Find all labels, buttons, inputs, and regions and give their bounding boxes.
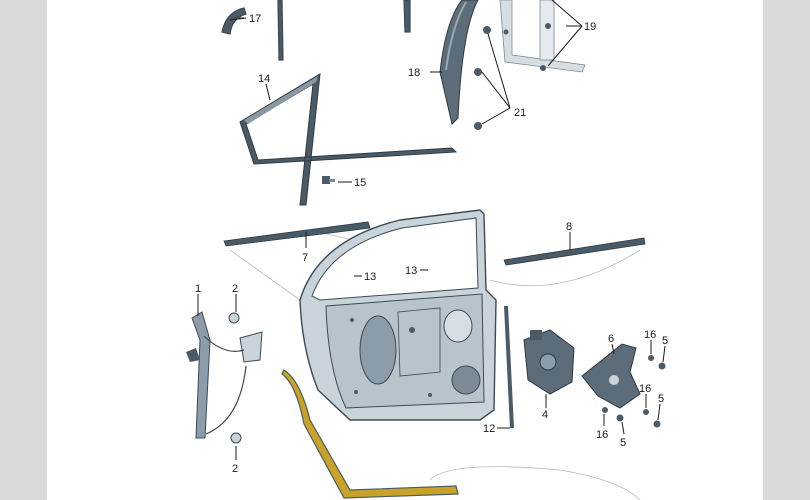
fasteners-16-5: [602, 355, 666, 428]
callout-12: 12: [483, 423, 495, 435]
part-top-channels: [277, 0, 411, 61]
callout-5c: 5: [620, 437, 626, 449]
callout-16a: 16: [644, 329, 656, 341]
part-6-lock: [581, 343, 641, 409]
door-seal: [281, 369, 459, 499]
callout-7: 7: [302, 252, 308, 264]
callout-labels: 17 14 15 18 19 21 7 8 13 13 1 2 2 12 4 6…: [195, 13, 668, 475]
callout-14: 14: [258, 73, 270, 85]
part-12-rod: [504, 306, 514, 428]
callout-2-top: 2: [232, 283, 238, 295]
part-15-bolt: [322, 176, 335, 184]
callout-4: 4: [542, 409, 548, 421]
callout-19: 19: [584, 21, 596, 33]
part-17-corner-trim: [221, 7, 247, 35]
part-7-trim-strip: [223, 221, 371, 247]
callout-5b: 5: [658, 393, 664, 405]
part-1-window-regulator: [186, 311, 263, 444]
part-8-trim-strip: [503, 237, 646, 266]
part-19-bracket: [499, 0, 586, 73]
callout-8: 8: [566, 221, 572, 233]
leader-lines: [197, 0, 666, 460]
callout-15: 15: [354, 177, 366, 189]
callout-16c: 16: [596, 429, 608, 441]
callout-16b: 16: [639, 383, 651, 395]
callout-2-bottom: 2: [232, 463, 238, 475]
part-14-window-frame: [239, 73, 458, 206]
part-4-motor: [523, 329, 575, 395]
part-18-pillar-trim: [439, 0, 479, 125]
part-21-screws: [474, 26, 491, 130]
callout-13b: 13: [405, 265, 417, 277]
callout-5a: 5: [662, 335, 668, 347]
door-shell: [299, 209, 497, 421]
callout-17: 17: [249, 13, 261, 25]
callout-13a: 13: [364, 271, 376, 283]
callout-21: 21: [514, 107, 526, 119]
callout-18: 18: [408, 67, 420, 79]
callout-6: 6: [608, 333, 614, 345]
callout-1: 1: [195, 283, 201, 295]
